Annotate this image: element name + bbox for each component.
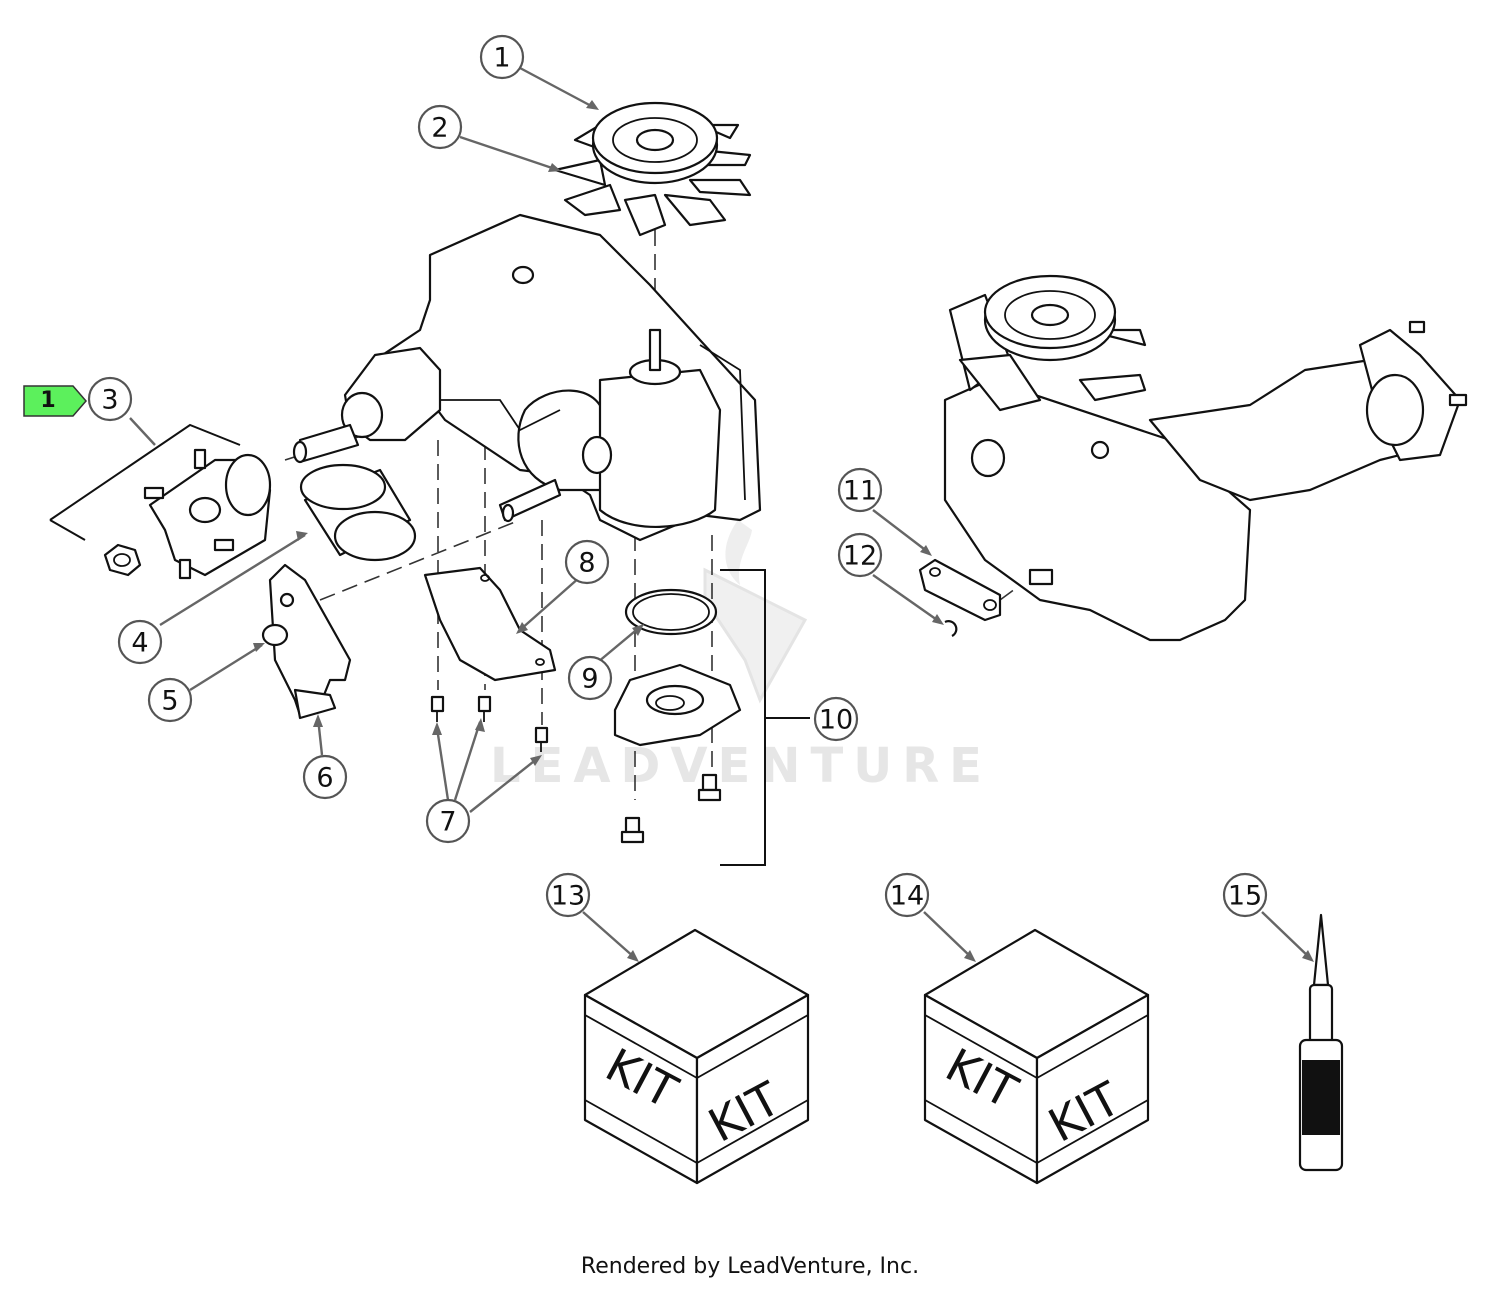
callout-3-circle <box>87 376 133 422</box>
callout-10[interactable]: 10 <box>813 696 859 742</box>
callout-3[interactable]: 3 <box>87 376 133 422</box>
callout-2-circle <box>417 104 463 150</box>
callout-2[interactable]: 2 <box>417 104 463 150</box>
retaining-ring-icon <box>944 620 958 637</box>
filter-icon <box>299 463 417 562</box>
callout-11-circle <box>837 467 883 513</box>
callout-10-circle <box>813 696 859 742</box>
callout-1[interactable]: 1 <box>479 34 525 80</box>
callout-1-label: 1 <box>493 43 510 74</box>
callout-13-label: 13 <box>551 881 585 912</box>
callout-11-label: 11 <box>843 476 877 507</box>
callout-11[interactable]: 11 <box>837 467 883 513</box>
callout-2-label: 2 <box>431 113 448 144</box>
leader-lines <box>129 66 1314 962</box>
callout-6-circle <box>302 754 348 800</box>
sealant-tube-icon <box>1298 913 1344 1172</box>
o-ring-icon <box>624 588 718 636</box>
callout-8-label: 8 <box>578 548 595 579</box>
callout-5[interactable]: 5 <box>147 677 193 723</box>
watermark-text: LEADVENTURE <box>490 738 992 794</box>
reference-badge-shape <box>23 385 87 417</box>
callout-5-circle <box>147 677 193 723</box>
reference-badge[interactable]: 1 <box>23 385 87 417</box>
transaxle-alt-view-icon <box>943 274 1468 642</box>
callout-12[interactable]: 12 <box>837 532 883 578</box>
callout-13-circle <box>545 872 591 918</box>
callout-7[interactable]: 7 <box>425 798 471 844</box>
kit-box-icon: KIT KIT <box>923 928 1150 1185</box>
callout-8-circle <box>564 539 610 585</box>
callout-15-circle <box>1222 872 1268 918</box>
bypass-arm-icon <box>918 558 1002 622</box>
fan-pulley-icon <box>553 101 752 237</box>
filter-adapter-icon <box>613 663 742 747</box>
callout-4-label: 4 <box>131 628 148 659</box>
bolt-icon <box>430 695 722 844</box>
callout-12-label: 12 <box>843 541 877 572</box>
callout-7-circle <box>425 798 471 844</box>
callout-14-circle <box>884 872 930 918</box>
callout-4[interactable]: 4 <box>117 619 163 665</box>
callout-5-label: 5 <box>161 686 178 717</box>
kit-box-icon: KIT KIT <box>583 928 810 1185</box>
callout-9-circle <box>567 655 613 701</box>
callout-14-label: 14 <box>890 881 924 912</box>
callout-4-circle <box>117 619 163 665</box>
kit-3-bracket <box>49 423 241 541</box>
render-credit: Rendered by LeadVenture, Inc. <box>580 1254 920 1279</box>
callout-7-label: 7 <box>439 807 456 838</box>
callout-9-label: 9 <box>581 664 598 695</box>
callout-10-label: 10 <box>819 705 853 736</box>
callout-14[interactable]: 14 <box>884 872 930 918</box>
callout-3-label: 3 <box>101 385 118 416</box>
fan-guard-icon <box>423 566 557 682</box>
callout-8[interactable]: 8 <box>564 539 610 585</box>
reference-badge-label: 1 <box>40 388 56 413</box>
callout-6-label: 6 <box>316 763 333 794</box>
watermark: LEADVENTURE <box>490 520 992 794</box>
callout-6[interactable]: 6 <box>302 754 348 800</box>
callout-1-circle <box>479 34 525 80</box>
kit-10-bracket <box>720 569 810 866</box>
bypass-bracket-icon <box>261 563 352 720</box>
callout-13[interactable]: 13 <box>545 872 591 918</box>
callout-15[interactable]: 15 <box>1222 872 1268 918</box>
callout-15-label: 15 <box>1228 881 1262 912</box>
callout-12-circle <box>837 532 883 578</box>
transaxle-icon <box>292 213 762 542</box>
callout-9[interactable]: 9 <box>567 655 613 701</box>
wheel-hub-icon <box>103 448 272 580</box>
